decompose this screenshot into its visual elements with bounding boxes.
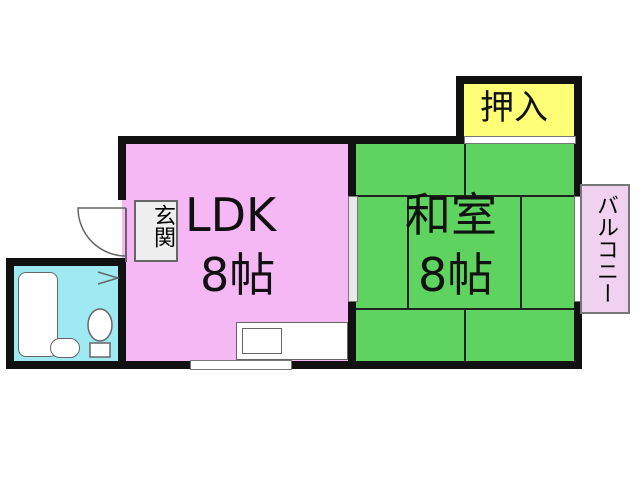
wall (352, 136, 464, 144)
toilet-icon (87, 308, 113, 358)
balcony-area: バルコニー (580, 184, 630, 314)
bathtub (18, 272, 58, 357)
oshiire-closet (460, 80, 578, 140)
genkan-label: 玄関 (150, 204, 175, 248)
wall (118, 136, 126, 200)
genkan-area: 玄関 (134, 200, 178, 262)
entrance-door-swing (77, 207, 127, 262)
wall (122, 136, 352, 144)
door-marker (97, 271, 120, 285)
kitchen-sink (242, 328, 282, 354)
wall (118, 262, 126, 369)
balcony-label: バルコニー (593, 194, 618, 304)
washitsu-label: 和室 (405, 188, 497, 242)
wall (6, 258, 14, 369)
tatami-mat (521, 196, 578, 309)
closet-door (464, 136, 576, 144)
wall (456, 76, 464, 144)
wall (348, 136, 356, 196)
tatami-center (408, 196, 521, 309)
washbasin (50, 338, 80, 358)
wall (6, 258, 126, 266)
ldk-label: LDK (185, 188, 277, 242)
tatami-mat (352, 309, 465, 365)
wall (348, 300, 356, 369)
tatami-mat (352, 196, 408, 309)
window (190, 360, 292, 370)
wall (456, 76, 582, 84)
oshiire-label: 押入 (480, 88, 548, 128)
tatami-mat (465, 309, 578, 365)
washitsu-size: 8帖 (418, 248, 494, 302)
wall (6, 361, 582, 369)
sliding-door (348, 196, 358, 302)
ldk-size: 8帖 (200, 248, 276, 302)
